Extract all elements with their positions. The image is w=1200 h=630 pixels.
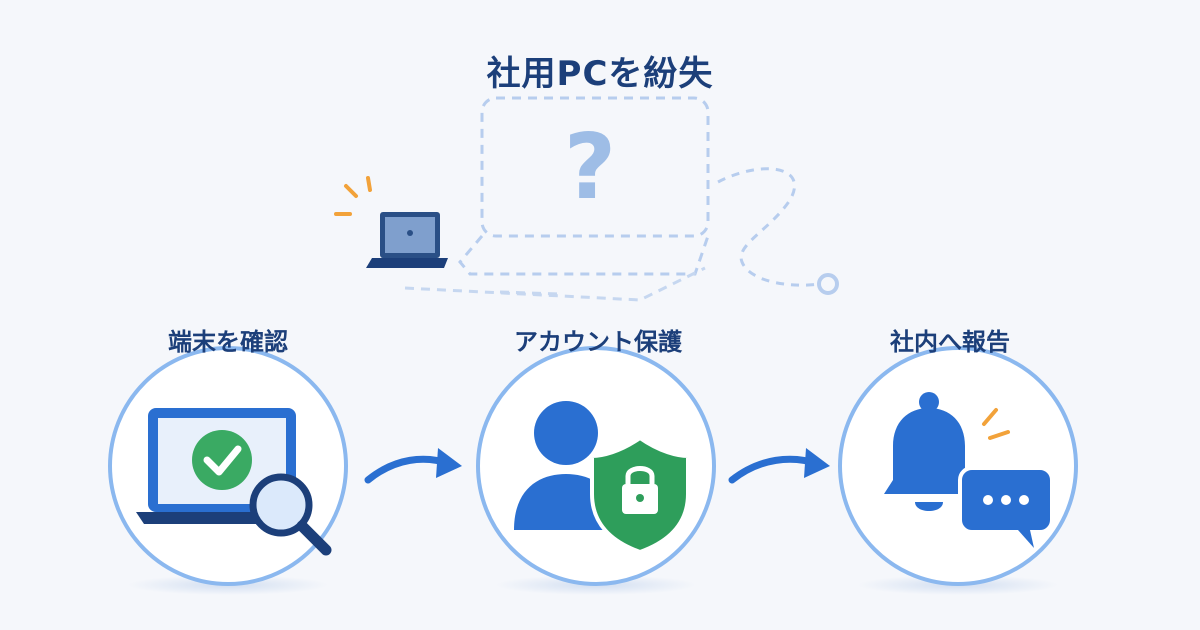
arrow-right-icon bbox=[364, 448, 462, 484]
step-label-report: 社内へ報告 bbox=[890, 328, 1010, 356]
step-label-check-device: 端末を確認 bbox=[168, 328, 288, 356]
question-mark-icon: ? bbox=[564, 115, 616, 220]
bell-chat-icon bbox=[884, 392, 1054, 548]
small-laptop-icon bbox=[366, 212, 448, 268]
page-title: 社用PCを紛失 bbox=[486, 54, 714, 94]
step-label-protect-account: アカウント保護 bbox=[514, 328, 682, 356]
laptop-search-icon bbox=[136, 408, 332, 556]
lost-laptop-outline-icon bbox=[404, 96, 710, 302]
dashed-trail bbox=[717, 167, 821, 287]
alert-lines-icon bbox=[334, 176, 372, 216]
trail-end-dot bbox=[817, 273, 839, 295]
user-shield-icon bbox=[514, 401, 690, 555]
arrow-right-icon bbox=[728, 448, 830, 484]
